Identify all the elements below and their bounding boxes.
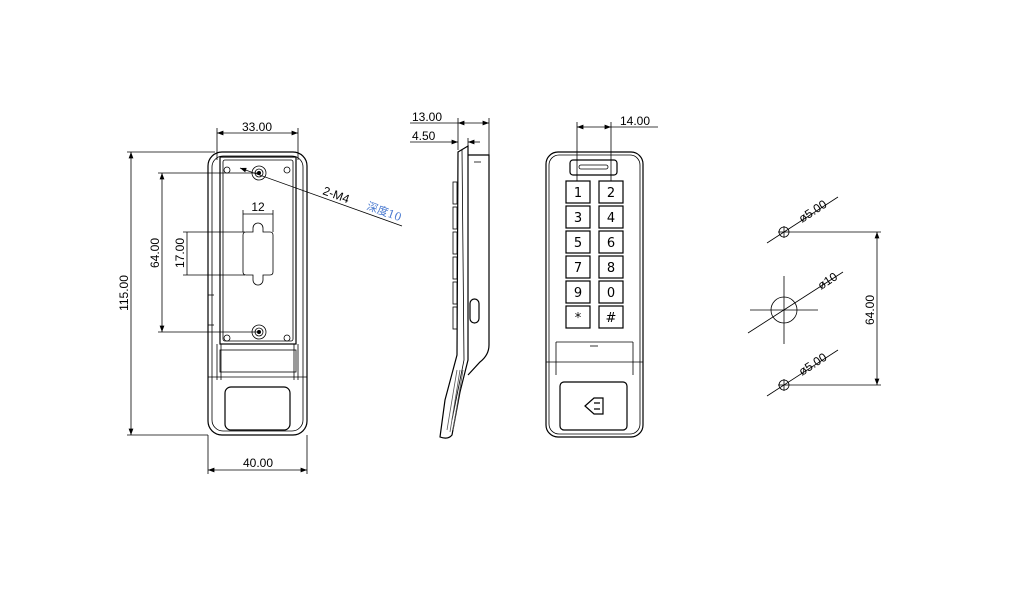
back-view: 33.00 40.00 115.00 64.00 17.00 12 2-M4 深…: [117, 120, 404, 474]
key-8[interactable]: 8: [598, 255, 624, 279]
key-6[interactable]: 6: [598, 230, 624, 254]
front-view: 1 2 3 4 5 6 7 8 9 0 * # 14.00: [545, 114, 658, 438]
screw-depth-note: 深度10: [365, 199, 404, 224]
dim-thickness: 13.00: [412, 110, 442, 124]
key-label: 3: [574, 211, 582, 226]
key-1[interactable]: 1: [565, 180, 591, 204]
key-label: 7: [574, 261, 582, 276]
key-label: 6: [607, 236, 615, 251]
key-label: #: [606, 311, 617, 326]
side-view: 13.00 4.50: [410, 110, 490, 439]
key-5[interactable]: 5: [565, 230, 591, 254]
key-label: 5: [574, 236, 582, 251]
dim-center-hole: ø10: [815, 269, 840, 292]
speaker-slot: [569, 159, 618, 176]
dim-top-width: 33.00: [242, 120, 272, 134]
key-label: 8: [607, 261, 615, 276]
key-label: 2: [607, 186, 615, 201]
key-outline: [565, 230, 591, 254]
key-label: 1: [574, 186, 582, 201]
key-outline: [565, 305, 591, 329]
dim-small-hole-bottom: ø5.00: [796, 350, 830, 379]
key-outline: [565, 255, 591, 279]
dim-key-pitch: 14.00: [620, 114, 650, 128]
key-outline: [565, 280, 591, 304]
key-outline: [598, 230, 624, 254]
usb-port: [469, 298, 480, 324]
dim-bottom-width: 40.00: [243, 456, 273, 470]
key-0[interactable]: 0: [598, 280, 624, 304]
dim-plate: 4.50: [412, 129, 436, 143]
key-9[interactable]: 9: [565, 280, 591, 304]
key-label: 9: [574, 286, 582, 301]
key-7[interactable]: 7: [565, 255, 591, 279]
dim-connector-height: 17.00: [173, 238, 187, 268]
key-outline: [598, 205, 624, 229]
key-*[interactable]: *: [565, 305, 591, 329]
key-outline: [598, 255, 624, 279]
key-label: 0: [607, 286, 615, 301]
key-outline: [565, 205, 591, 229]
key-3[interactable]: 3: [565, 205, 591, 229]
mounting-hole-view: ø5.00 ø10 ø5.00 64.00: [747, 196, 881, 397]
key-label: 4: [607, 211, 615, 226]
key-label: *: [575, 311, 582, 326]
dim-small-hole-top: ø5.00: [796, 197, 830, 226]
side-buttons: [452, 181, 458, 330]
dim-height: 115.00: [117, 275, 131, 311]
key-4[interactable]: 4: [598, 205, 624, 229]
dim-connector-width: 12: [251, 200, 265, 214]
key-outline: [598, 280, 624, 304]
dim-spacing: 64.00: [863, 295, 877, 325]
key-outline: [598, 305, 624, 329]
cable-connector-outline: [242, 222, 274, 286]
key-outline: [565, 180, 591, 204]
key-#[interactable]: #: [598, 305, 624, 329]
dim-hole-spacing: 64.00: [148, 238, 162, 268]
key-2[interactable]: 2: [598, 180, 624, 204]
rfid-icon: [584, 397, 604, 415]
card-reader-area: [559, 381, 628, 431]
